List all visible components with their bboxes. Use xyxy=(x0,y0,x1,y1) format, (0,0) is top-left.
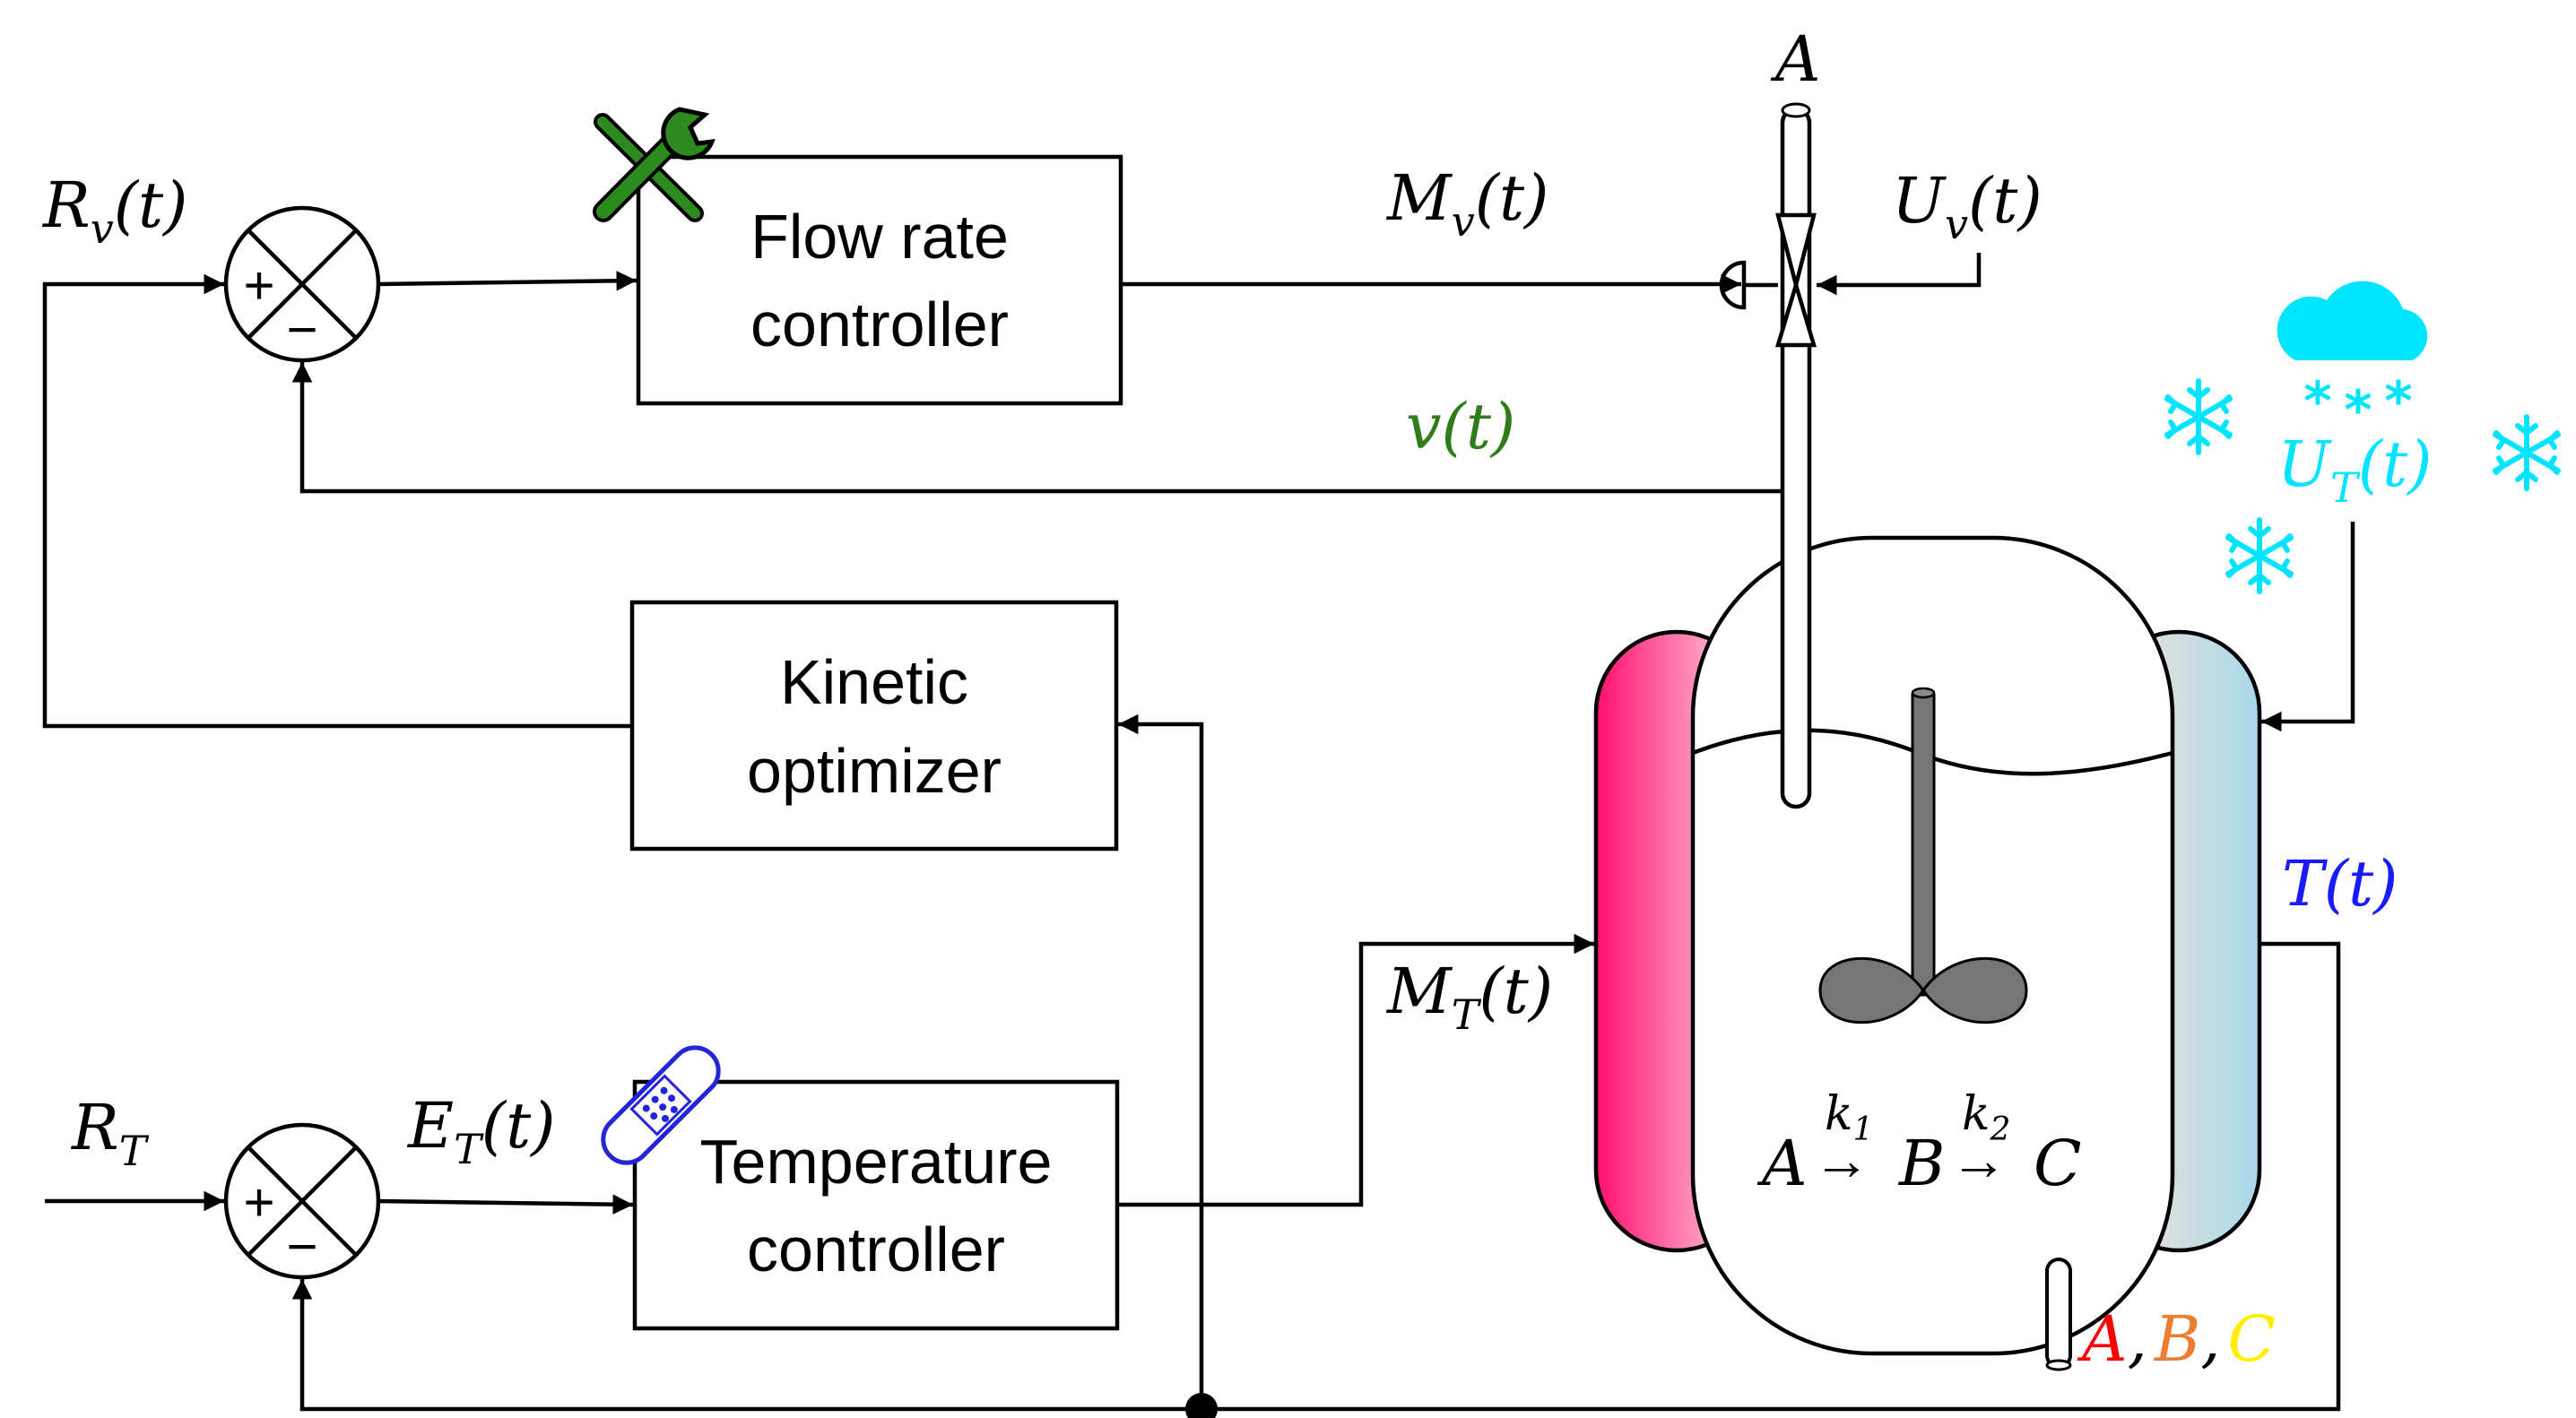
svg-text:*: * xyxy=(2384,370,2412,433)
label-feed-a: A xyxy=(1770,22,1821,96)
product-labels: A,B,C xyxy=(2077,1302,2276,1376)
outlet-pipe xyxy=(2045,1258,2072,1369)
snowflake-icon xyxy=(2495,417,2558,489)
junction-dot xyxy=(1185,1393,1218,1418)
svg-text:*: * xyxy=(2344,379,2372,442)
label-u-t: UT(t) xyxy=(2277,428,2432,512)
label-e-t: ET(t) xyxy=(406,1089,556,1173)
label-r-t: RT xyxy=(70,1091,150,1175)
snow-cloud-icon: * * * xyxy=(2277,281,2428,442)
reaction-c: C xyxy=(2034,1127,2082,1200)
summing-junction-top: + − xyxy=(223,205,381,363)
sum-top-plus: + xyxy=(243,255,274,316)
temperature-controller-line-1: Temperature xyxy=(700,1127,1053,1197)
temperature-controller-block: Temperature controller xyxy=(632,1079,1120,1331)
flow-controller-line-2: controller xyxy=(750,290,1009,359)
label-u-v: Uv(t) xyxy=(1892,164,2043,248)
temperature-controller-line-2: controller xyxy=(747,1215,1005,1284)
reaction-b: B xyxy=(1897,1127,1945,1200)
label-m-t: MT(t) xyxy=(1385,955,1553,1039)
sum-top-minus: − xyxy=(286,299,317,359)
bandage-icon xyxy=(601,1045,721,1165)
reaction-arrow-2: → xyxy=(1950,1128,2008,1192)
reaction-equation: A → k1 B → k2 C xyxy=(1756,1087,2082,1200)
feed-pipe xyxy=(1780,102,1812,809)
flow-controller-line-1: Flow rate xyxy=(750,202,1009,272)
flow-rate-controller-block: Flow rate controller xyxy=(636,154,1123,406)
reactor xyxy=(1593,535,2262,1371)
signal-wires xyxy=(42,253,2355,1418)
summing-junction-bottom: + − xyxy=(223,1122,381,1280)
kinetic-optimizer-line-2: optimizer xyxy=(747,736,1002,806)
sum-bottom-plus: + xyxy=(243,1172,274,1232)
svg-text:*: * xyxy=(2303,370,2331,433)
wrench-screwdriver-icon xyxy=(593,107,716,222)
reaction-k2: k2 xyxy=(1962,1087,2010,1148)
reaction-k1: k1 xyxy=(1825,1087,1873,1148)
reaction-a: A xyxy=(1756,1127,1808,1200)
sum-bottom-minus: − xyxy=(286,1216,317,1276)
label-r-v: Rv(t) xyxy=(41,169,187,253)
stirrer xyxy=(1818,687,2028,1025)
label-t: T(t) xyxy=(2282,847,2398,921)
kinetic-optimizer-line-1: Kinetic xyxy=(780,647,968,717)
reaction-arrow-1: → xyxy=(1813,1128,1870,1192)
snowflake-icon xyxy=(2228,520,2291,592)
snowflake-icon xyxy=(2167,381,2230,453)
label-m-v: Mv(t) xyxy=(1385,161,1548,246)
label-v: v(t) xyxy=(1406,390,1515,463)
kinetic-optimizer-block: Kinetic optimizer xyxy=(629,600,1119,852)
